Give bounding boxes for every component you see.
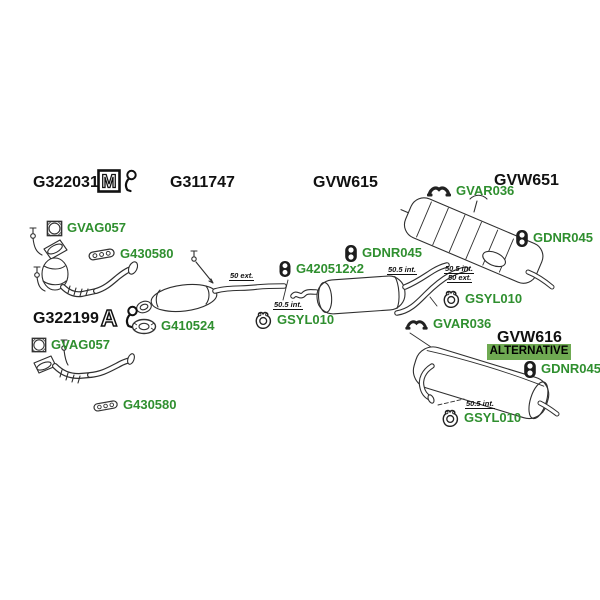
rear-inlet-pipe-drawing: [394, 266, 469, 316]
lambda-sensor-icon: [125, 305, 138, 329]
hanger-bracket-icon: [255, 311, 272, 329]
part-link-g420512x2[interactable]: G420512x2: [278, 260, 364, 278]
rubber-mount-icon: [516, 230, 528, 247]
dimension-label: 50 ext.: [447, 273, 473, 283]
header-g322031: G322031: [33, 174, 99, 191]
part-link-gdnr045[interactable]: GDNR045: [515, 229, 593, 248]
part-link-gvar036[interactable]: GVAR036: [426, 183, 515, 198]
front-pipe-drawing: [33, 339, 135, 384]
boxed-m-symbol: M: [97, 169, 121, 193]
oval-gasket-icon: [131, 318, 157, 335]
part-link-gdnr045[interactable]: GDNR045: [344, 244, 422, 263]
part-number: GVAR036: [433, 316, 492, 331]
rubber-mount-icon: [345, 245, 357, 262]
part-link-gsyl010[interactable]: GSYL010: [442, 290, 522, 308]
part-number: G420512x2: [296, 260, 364, 276]
strap-bracket-icon: [405, 319, 428, 330]
part-number: GSYL010: [277, 311, 335, 327]
middle-muffler-drawing: [290, 262, 450, 315]
part-number: GSYL010: [464, 409, 522, 425]
header-gvw616: GVW616: [497, 329, 562, 346]
g322199-symbols: A: [96, 305, 138, 331]
square-gasket-icon: [31, 337, 47, 353]
strap-bracket-icon: [427, 186, 451, 197]
clamp-icon: [279, 260, 291, 278]
part-link-gsyl010[interactable]: GSYL010: [254, 311, 334, 329]
header-g322199: G322199: [33, 310, 99, 327]
part-number: GDNR045: [541, 361, 600, 377]
part-link-g430580[interactable]: G430580: [87, 246, 174, 262]
part-number: G430580: [120, 245, 174, 261]
dimension-label: 50.5 int.: [387, 265, 417, 275]
lambda-sensor-icon: [124, 169, 137, 193]
part-link-g410524[interactable]: G410524: [131, 318, 215, 335]
front-pipe-with-cat-drawing: [29, 227, 139, 298]
dimension-label: 50.5 int.: [465, 399, 495, 409]
svg-text:M: M: [102, 172, 117, 192]
bracket-plate-icon: [93, 400, 118, 412]
part-number: G430580: [123, 397, 177, 413]
part-link-gvag057[interactable]: GVAG057: [46, 220, 126, 237]
rear-muffler-gvw616-drawing: [409, 332, 560, 420]
part-link-gsyl010[interactable]: GSYL010: [441, 409, 521, 427]
header-gvw651: GVW651: [494, 172, 559, 189]
dimension-label: 50.5 int.: [273, 300, 303, 310]
header-g311747: G311747: [170, 174, 235, 191]
part-number: GVAR036: [456, 183, 515, 198]
g322031-symbols: M: [97, 169, 137, 195]
bracket-plate-icon: [88, 248, 115, 261]
part-number: GVAG057: [51, 336, 111, 352]
part-link-gdnr045[interactable]: GDNR045: [523, 360, 600, 379]
part-link-gvag057[interactable]: GVAG057: [31, 337, 110, 353]
center-cat-drawing: [136, 250, 289, 314]
outlined-a-symbol: A: [100, 305, 118, 331]
rubber-mount-icon: [524, 361, 536, 378]
square-gasket-icon: [46, 220, 63, 237]
part-number: GDNR045: [362, 245, 422, 261]
dimension-label: 50.5 int.: [444, 264, 474, 274]
part-number: GDNR045: [533, 230, 593, 246]
hanger-bracket-icon: [442, 409, 459, 427]
part-number: GSYL010: [465, 290, 523, 306]
part-number: G410524: [161, 318, 215, 334]
header-gvw615: GVW615: [313, 174, 378, 191]
hanger-bracket-icon: [443, 290, 460, 308]
part-link-g430580[interactable]: G430580: [92, 398, 177, 413]
part-number: GVAG057: [67, 220, 127, 236]
part-link-gvar036[interactable]: GVAR036: [404, 316, 492, 331]
svg-text:A: A: [101, 305, 118, 331]
alternative-badge: ALTERNATIVE: [487, 344, 571, 360]
rear-muffler-gvw651-drawing: [400, 194, 555, 290]
dimension-label: 50 ext.: [229, 271, 255, 281]
